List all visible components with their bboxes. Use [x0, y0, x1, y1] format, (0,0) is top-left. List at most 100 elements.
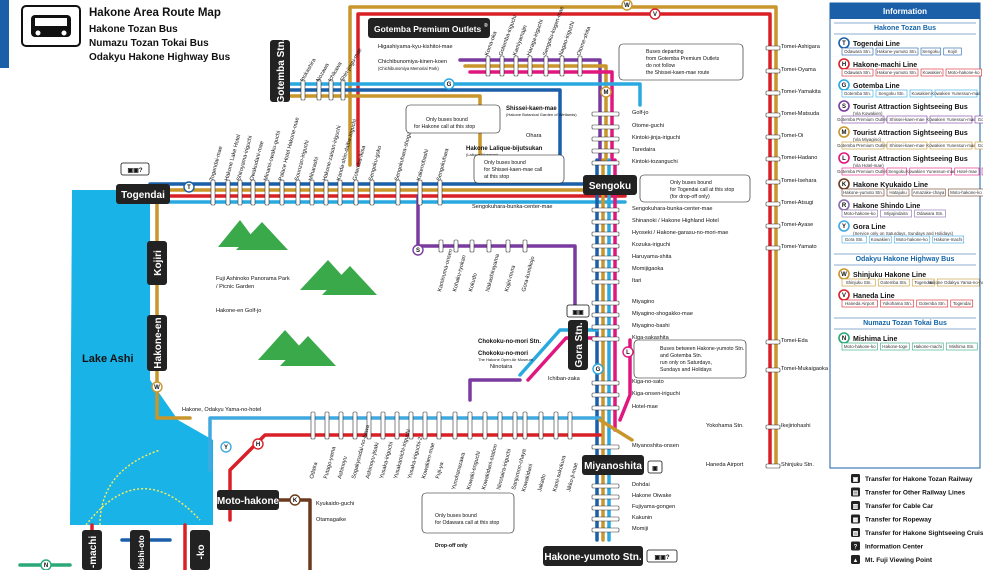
legend-section-title: Odakyu Hakone Highway Bus [856, 256, 955, 263]
hub-gotemba-outlets[interactable]: Gotemba Premium Outlets ® [368, 18, 490, 38]
station-marker [338, 411, 344, 440]
note-text: for Odawara call at this stop [435, 520, 499, 526]
hub-gotemba-stn[interactable]: Gotemba Stn. [270, 38, 290, 104]
badge-h: H [252, 438, 264, 450]
station-marker [337, 179, 343, 206]
station-marker [591, 219, 620, 225]
station-label: (Lalique Museum) [466, 152, 499, 157]
legend-stop-label: Hakone-machi [934, 237, 962, 242]
station-label: Fuji-ya [435, 461, 445, 480]
station-label: Momiji [632, 526, 648, 532]
station-label: Shinanoki / Hakone Highland Hotel [632, 218, 719, 224]
yumoto-info-icon: ▣▣? [646, 549, 678, 563]
header-subtitle-1: Hakone Tozan Bus [89, 24, 178, 35]
route-s-gora [468, 378, 522, 402]
symbol-key-item: ▥Transfer for Cable Car [851, 501, 934, 510]
station-marker [591, 111, 620, 117]
hub-moto-hakone[interactable]: Moto-hakone [217, 490, 280, 510]
station-marker [591, 267, 620, 273]
note-outlets: Buses departing from Gotemba Premium Out… [618, 43, 744, 81]
station-label: Owakudani-mae [249, 141, 265, 182]
legend-stop-box [914, 209, 946, 218]
station-label: Nakashirayama [485, 253, 501, 293]
badge-w-left: W [151, 381, 163, 393]
legend-badge-letter: H [842, 62, 846, 68]
hub-hakone-en[interactable]: Hakone-en [147, 315, 167, 371]
hub-kojiri[interactable]: Kojiri [147, 241, 167, 285]
legend-stop-label: Shissei-kaen-mae [889, 143, 925, 148]
station-label: Yusaka-iriguchi [379, 441, 395, 479]
station-label: Miharashi [308, 157, 320, 182]
symbol-key-label: Transfer for Other Railway Lines [865, 490, 965, 497]
note-text: for Hakone call at this stop [414, 124, 475, 130]
badge-s-mid: S [412, 244, 424, 256]
station-marker [352, 411, 358, 440]
legend-stop-label: Odawara Stn. [844, 70, 871, 75]
station-label: / Picnic Garden [216, 284, 254, 290]
legend-stop-label: Hakone-yumoto Stn. [877, 49, 917, 54]
legend-stop-box [945, 342, 978, 351]
symbol-key-label: Transfer for Hakone Sightseeing Cruise [865, 530, 983, 537]
hub-machi-fragment[interactable]: -machi [82, 530, 102, 570]
station-marker [591, 160, 620, 166]
station-marker [765, 463, 781, 469]
hub-kashi-fragment-label: kishi-oto [137, 535, 146, 568]
legend-stop-box [877, 278, 910, 287]
mountain-group-1 [218, 220, 288, 250]
station-label: Togendai-mae [209, 146, 224, 182]
hub-miyanoshita-label: Miyanoshita [584, 461, 642, 472]
station-label: Taredaira [632, 147, 656, 153]
note-togendai-call: Only buses bound for Togendai call at th… [639, 174, 751, 203]
note-text: at this stop [484, 174, 509, 180]
symbol-key-item: ▣Transfer for Hakone Tozan Railway [851, 474, 973, 483]
symbol-key-item: ▦Transfer for Ropeway [851, 514, 932, 524]
hub-sengoku[interactable]: Sengoku [583, 175, 637, 195]
lake-ashi-water [70, 190, 213, 525]
station-marker [591, 336, 620, 342]
route-m-lower [598, 418, 634, 442]
station-label: Jikko-ji-mae [566, 462, 580, 492]
hub-togendai[interactable]: Togendai [116, 184, 170, 204]
station-marker [436, 411, 442, 440]
legend-line-name: Tourist Attraction Sightseeing Bus [853, 130, 968, 137]
station-label: Kowakidani-station [481, 444, 499, 491]
hub-kashi-fragment[interactable]: kishi-oto [130, 530, 150, 570]
legend-stop-label: Gotemba Stn. [880, 280, 907, 285]
legend-stop-label: Moto-hakone-ko [950, 190, 982, 195]
legend-line-name: Hakone Kyukaido Line [853, 182, 928, 189]
legend-stop-label: Kowakien [922, 70, 942, 75]
station-marker [591, 494, 620, 500]
station-label: Tomei-Oyama [781, 67, 817, 73]
station-label: Haruyama-shita [632, 254, 672, 260]
svg-text:T: T [187, 185, 191, 191]
station-marker [417, 179, 423, 206]
station-marker [765, 245, 781, 251]
badge-g-top: G [443, 78, 455, 90]
station-marker [512, 411, 518, 440]
station-marker [591, 505, 620, 511]
legend-stop-box [841, 167, 885, 176]
legend-stop-label: Gotemba Premium Outlets [837, 169, 890, 174]
station-marker [591, 243, 620, 249]
legend-stop-label: Amazake-chaya [913, 190, 945, 195]
note-text: and Gotemba Stn. [660, 353, 702, 359]
station-marker [225, 179, 231, 206]
legend-stop-label: Kowakien Yunessun-mae [931, 91, 981, 96]
legend-badge-letter: T [842, 41, 846, 47]
legend-stop-box [875, 47, 919, 56]
hub-miyanoshita[interactable]: Miyanoshita [582, 455, 644, 475]
hub-hakone-yumoto-stn[interactable]: Hakone-yumoto Stn. [543, 546, 643, 566]
station-label: Hyoseki / Hakone-garasu-no-mori-mae [632, 230, 728, 236]
svg-text:M: M [604, 90, 609, 96]
legend-stop-box [875, 68, 919, 77]
cable-car-icon: ▣▣ [566, 304, 590, 318]
station-marker [522, 411, 528, 440]
legend-stop-box [841, 342, 878, 351]
route-k [268, 498, 312, 570]
hub-ko-fragment[interactable]: -ko [190, 530, 210, 570]
hub-gora-stn[interactable]: Gora Stn. [568, 320, 588, 370]
